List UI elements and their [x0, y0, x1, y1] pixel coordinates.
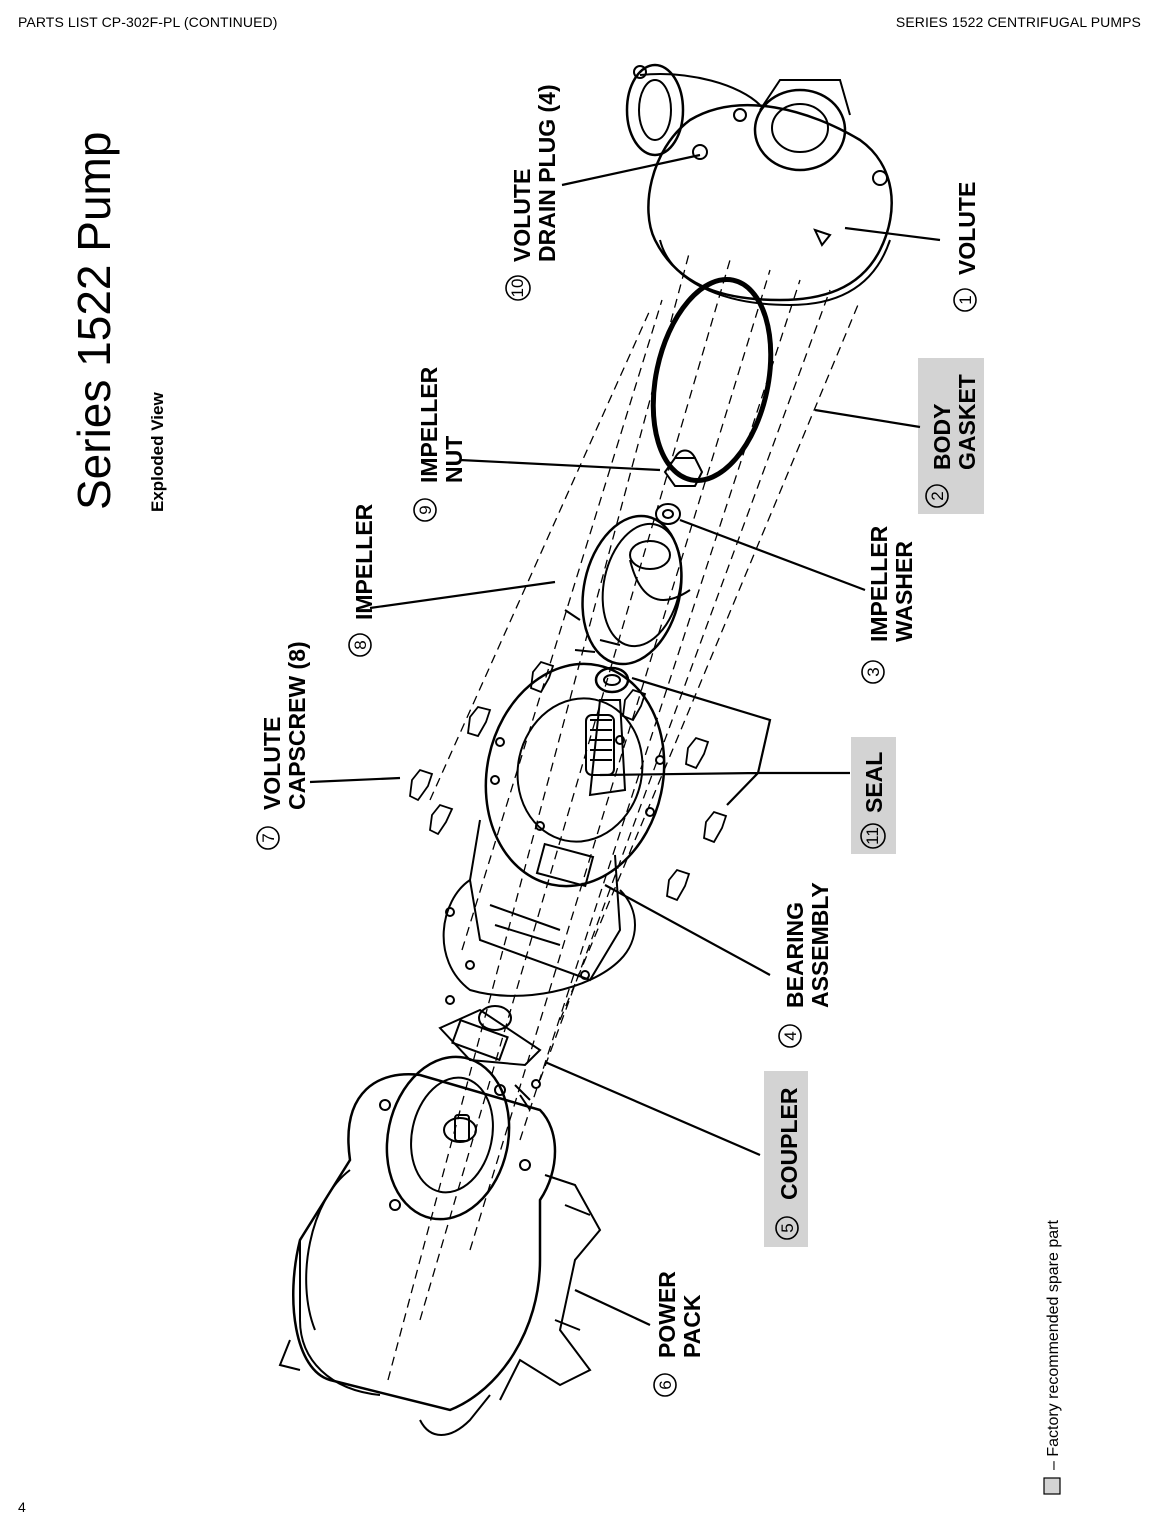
label-volute: 1 VOLUTE: [953, 182, 980, 312]
label-impeller-line1: IMPELLER: [351, 503, 377, 620]
label-power-pack-line2: PACK: [679, 1294, 705, 1358]
label-impeller-nut-line2: NUT: [441, 436, 467, 483]
label-volute-capscrew-line1: VOLUTE: [259, 717, 285, 810]
label-bearing-assembly: 4 BEARING ASSEMBLY: [778, 882, 833, 1048]
label-seal: 11 SEAL: [860, 752, 887, 849]
impeller-nut-drawing: [663, 449, 704, 487]
label-impeller: 8 IMPELLER: [348, 503, 377, 657]
label-body-gasket-num: 2: [928, 491, 947, 500]
spare-highlight-seal: [851, 737, 896, 854]
label-impeller-washer-line2: WASHER: [891, 541, 917, 642]
coupler-drawing: [438, 995, 542, 1111]
impeller-washer-drawing: [655, 503, 681, 525]
header-right: SERIES 1522 CENTRIFUGAL PUMPS: [895, 14, 1141, 30]
label-impeller-nut-num: 9: [416, 505, 435, 514]
label-volute-drain-plug-num: 10: [508, 279, 527, 298]
label-volute-drain-plug-line1: VOLUTE: [509, 169, 535, 262]
diagram-title: Series 1522 Pump: [68, 132, 120, 510]
label-seal-num: 11: [863, 827, 882, 845]
label-volute-capscrew: 7 VOLUTE CAPSCREW (8): [256, 641, 310, 850]
label-bearing-assembly-line2: ASSEMBLY: [807, 882, 833, 1008]
label-impeller-num: 8: [351, 640, 370, 649]
label-body-gasket-line1: BODY: [929, 404, 955, 470]
legend-text: – Factory recommended spare part: [1045, 1220, 1062, 1470]
label-impeller-washer: 3 IMPELLER WASHER: [861, 525, 917, 684]
label-power-pack: 6 POWER PACK: [653, 1271, 705, 1397]
label-power-pack-line1: POWER: [654, 1271, 680, 1358]
page-number: 4: [18, 1499, 26, 1515]
body-gasket-ring: [650, 277, 774, 483]
label-coupler-line1: COUPLER: [776, 1087, 802, 1200]
impeller-drawing: [564, 514, 691, 666]
alignment-lines: [387, 249, 861, 1381]
label-impeller-nut: 9 IMPELLER NUT: [413, 366, 467, 522]
volute-drawing: [625, 63, 893, 307]
power-pack-drawing: [278, 1055, 602, 1436]
label-bearing-assembly-line1: BEARING: [782, 902, 808, 1008]
label-impeller-washer-num: 3: [864, 667, 883, 676]
header-left: PARTS LIST CP-302F-PL (CONTINUED): [18, 14, 278, 30]
label-impeller-washer-line1: IMPELLER: [866, 525, 892, 642]
seal-drawing: [594, 666, 630, 694]
label-seal-line1: SEAL: [861, 752, 887, 813]
diagram-subtitle: Exploded View: [148, 392, 167, 512]
label-bearing-assembly-num: 4: [781, 1031, 800, 1040]
capscrews-drawing: [409, 660, 728, 902]
label-volute-capscrew-num: 7: [259, 833, 278, 842]
label-coupler-num: 5: [778, 1223, 797, 1232]
label-body-gasket: 2 BODY GASKET: [925, 374, 980, 508]
leader-lines: [309, 153, 941, 1326]
legend-swatch: [1043, 1477, 1061, 1495]
label-body-gasket-line2: GASKET: [954, 374, 980, 470]
pump-drawing: [278, 63, 941, 1436]
label-volute-line1: VOLUTE: [954, 182, 980, 275]
label-power-pack-num: 6: [656, 1380, 675, 1389]
label-coupler: 5 COUPLER: [775, 1087, 802, 1240]
label-volute-drain-plug: 10 VOLUTE DRAIN PLUG (4): [505, 84, 560, 301]
label-volute-capscrew-line2: CAPSCREW (8): [284, 641, 310, 810]
label-impeller-nut-line1: IMPELLER: [416, 366, 442, 483]
label-volute-drain-plug-line2: DRAIN PLUG (4): [534, 84, 560, 262]
label-volute-num: 1: [956, 295, 975, 304]
